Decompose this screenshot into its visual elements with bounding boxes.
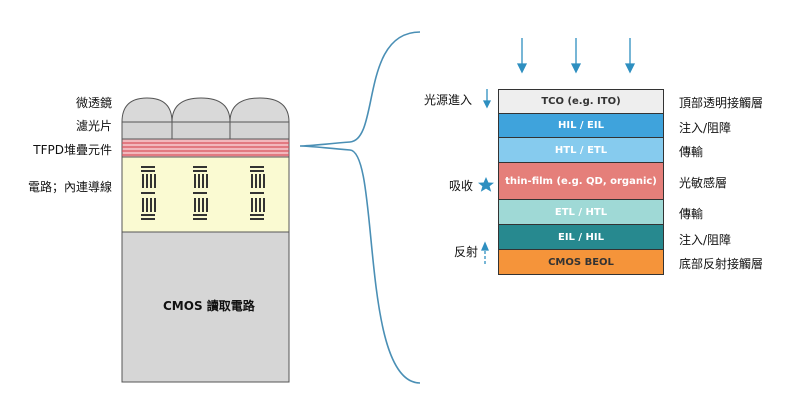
layer-tco: TCO (e.g. ITO) bbox=[498, 89, 664, 114]
color-filter-label: 濾光片 bbox=[75, 119, 112, 133]
layer-label: CMOS BEOL bbox=[548, 256, 614, 268]
layer-label: HTL / ETL bbox=[554, 144, 608, 156]
tfpd-stack-label: TFPD堆疊元件 bbox=[33, 143, 112, 157]
color-filter-cell bbox=[121, 121, 173, 140]
role-label: 注入/阻障 bbox=[679, 121, 732, 135]
role-label: 傳輸 bbox=[679, 145, 704, 159]
absorb-label: 吸收 bbox=[449, 179, 474, 193]
layer-htl-etl: HTL / ETL bbox=[498, 137, 664, 163]
role-label: 光敏感層 bbox=[679, 176, 728, 190]
layer-label: TCO (e.g. ITO) bbox=[541, 96, 621, 107]
reflect-arrow bbox=[481, 241, 489, 264]
microlens-dome bbox=[229, 97, 290, 123]
role-label: 傳輸 bbox=[679, 207, 704, 221]
role-label: 頂部透明接觸層 bbox=[679, 96, 764, 110]
layer-hil-eil: HIL / EIL bbox=[498, 113, 664, 138]
microlens-dome bbox=[171, 97, 231, 123]
layer-label: HIL / EIL bbox=[557, 120, 604, 131]
reflect-label: 反射 bbox=[454, 245, 479, 259]
layer-label: ETL / HTL bbox=[554, 206, 608, 218]
circuit-label: 電路；內連導線 bbox=[27, 180, 112, 194]
layer-eil-hil: EIL / HIL bbox=[498, 224, 664, 250]
incoming-light-arrows bbox=[516, 38, 636, 74]
cmos-substrate bbox=[121, 231, 290, 383]
role-label: 底部反射接觸層 bbox=[679, 257, 764, 271]
interconnect-layer bbox=[121, 156, 290, 233]
role-label: 注入/阻障 bbox=[679, 233, 732, 247]
light-in-arrow bbox=[482, 89, 492, 109]
layer-label: EIL / HIL bbox=[557, 231, 604, 243]
curly-brace bbox=[299, 31, 421, 384]
color-filter-cell bbox=[229, 121, 290, 140]
tfpd-stack-layer bbox=[121, 138, 290, 158]
layer-label: thin-film (e.g. QD, organic) bbox=[505, 175, 657, 187]
color-filter-cell bbox=[171, 121, 231, 140]
layer-etl-htl: ETL / HTL bbox=[498, 199, 664, 225]
layer-thin-film: thin-film (e.g. QD, organic) bbox=[498, 162, 664, 200]
light-in-label: 光源進入 bbox=[424, 93, 473, 107]
interconnect-vias bbox=[141, 166, 265, 220]
microlens-label: 微透鏡 bbox=[75, 96, 112, 110]
microlens-dome bbox=[121, 97, 173, 123]
layer-cmos-beol: CMOS BEOL bbox=[498, 249, 664, 275]
cmos-readout-label: CMOS 讀取電路 bbox=[163, 299, 255, 313]
absorb-star-icon bbox=[478, 177, 494, 192]
